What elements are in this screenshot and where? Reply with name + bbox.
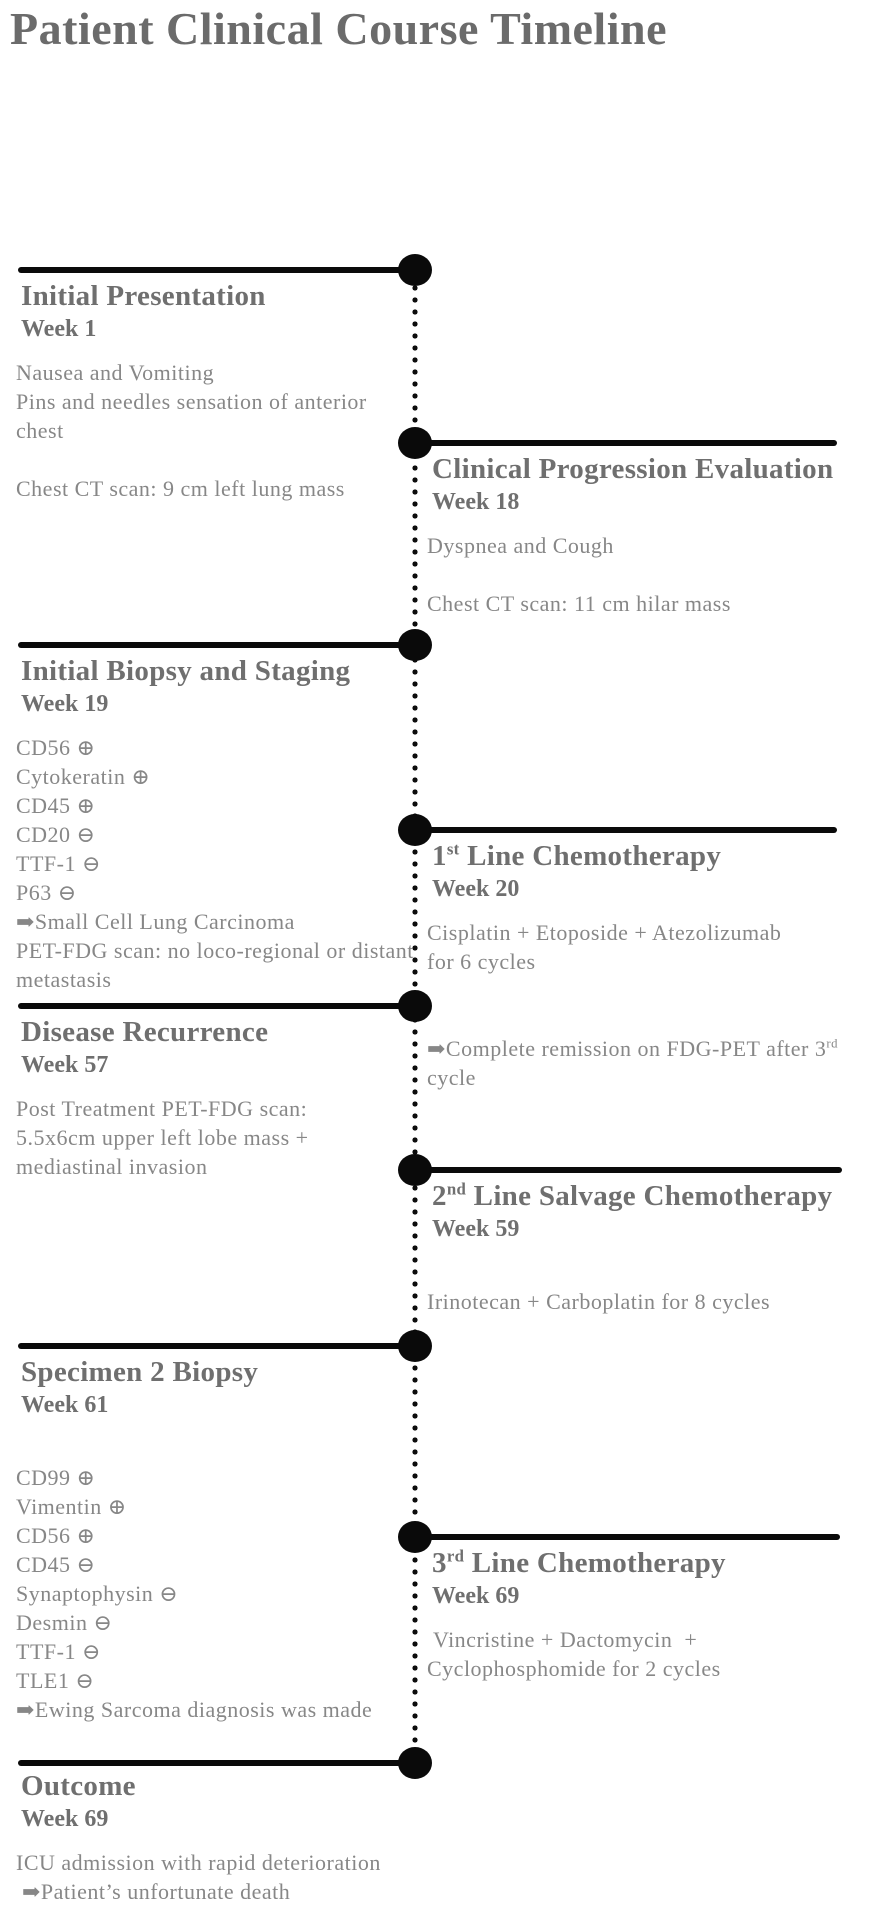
body-line: for 6 cycles [427,949,536,974]
timeline-node-dot [398,814,432,846]
body-line: Vimentin ⊕ [16,1494,127,1519]
timeline-connector [18,1760,418,1766]
body-line: ➡Ewing Sarcoma diagnosis was made [16,1697,373,1722]
timeline-node-dot [398,427,432,459]
page-title: Patient Clinical Course Timeline [10,3,667,54]
body-line: TTF-1 ⊖ [16,851,101,876]
body-line: Dyspnea and Cough [427,533,614,558]
timeline-connector [18,1343,415,1349]
event-week: Week 20 [432,876,520,902]
timeline-connector [415,1534,840,1540]
event-week: Week 59 [432,1216,520,1242]
timeline-node-dot [398,990,432,1022]
event-body: Cisplatin + Etoposide + Atezolizumab for … [427,918,863,1092]
event-week: Week 61 [21,1392,109,1418]
body-line: ➡Complete remission on FDG-PET after 3rd [427,1036,838,1061]
event-initial-biopsy-and-staging: Initial Biopsy and Staging Week 19 CD56 … [16,653,416,994]
body-line: mediastinal invasion [16,1154,208,1179]
timeline-node-dot [398,1154,432,1186]
body-line: TTF-1 ⊖ [16,1639,101,1664]
body-line: ➡Patient’s unfortunate death [16,1879,291,1904]
body-line: 5.5x6cm upper left lobe mass + [16,1125,309,1150]
timeline-node-dot [398,1747,432,1779]
timeline-node-dot [398,1330,432,1362]
body-line: P63 ⊖ [16,880,77,905]
event-title: 2nd Line Salvage Chemotherapy [432,1179,833,1212]
body-line: ➡Small Cell Lung Carcinoma [16,909,295,934]
event-title: Outcome [21,1770,136,1802]
event-body: Vincristine + Dactomycin + Cyclophosphomi… [427,1625,863,1683]
event-body: ICU admission with rapid deterioration ➡… [16,1848,416,1905]
event-body: CD56 ⊕ Cytokeratin ⊕ CD45 ⊕ CD20 ⊖ TTF-1 ⊖ P6… [16,733,416,994]
body-line: cycle [427,1065,476,1090]
body-line: CD56 ⊕ [16,735,96,760]
body-line [427,1005,863,1034]
body-line [16,1434,416,1463]
body-line: ICU admission with rapid deterioration [16,1850,381,1875]
body-line: Nausea and Vomiting [16,360,215,385]
event-outcome: Outcome Week 69 ICU admission with rapid… [16,1768,416,1905]
body-line: Pins and needles sensation of anterior c… [16,389,373,443]
body-line: Irinotecan + Carboplatin for 8 cycles [427,1289,771,1314]
body-line: TLE1 ⊖ [16,1668,95,1693]
body-line: CD45 ⊖ [16,1552,96,1577]
body-line [427,976,863,1005]
timeline-connector [18,1003,415,1009]
event-week: Week 18 [432,489,520,515]
timeline-connector [415,440,837,446]
event-title: 1st Line Chemotherapy [432,839,722,872]
body-line: CD45 ⊕ [16,793,96,818]
event-title: Initial Presentation [21,280,266,312]
event-title: Initial Biopsy and Staging [21,655,351,687]
timeline-connector [18,267,415,273]
event-title: Clinical Progression Evaluation [432,453,834,485]
event-clinical-progression-evaluation: Clinical Progression Evaluation Week 18 … [427,451,863,618]
body-line [16,445,416,474]
timeline-connector [415,1167,842,1173]
event-week: Week 57 [21,1052,109,1078]
event-week: Week 1 [21,316,97,342]
event-initial-presentation: Initial Presentation Week 1 Nausea and V… [16,278,416,503]
body-line: Chest CT scan: 11 cm hilar mass [427,591,731,616]
body-line: Cyclophosphomide for 2 cycles [427,1656,721,1681]
event-title: 3rd Line Chemotherapy [432,1546,726,1579]
body-line: CD56 ⊕ [16,1523,96,1548]
event-body: Post Treatment PET-FDG scan: 5.5x6cm uppe… [16,1094,416,1181]
body-line: CD20 ⊖ [16,822,96,847]
event-body: CD99 ⊕ Vimentin ⊕ CD56 ⊕ CD45 ⊖ Synaptophysi… [16,1434,416,1724]
event-third-line-chemotherapy: 3rd Line Chemotherapy Week 69 Vincristin… [427,1545,863,1683]
body-line: Synaptophysin ⊖ [16,1581,179,1606]
event-second-line-salvage-chemotherapy: 2nd Line Salvage Chemotherapy Week 59 Ir… [427,1178,863,1316]
timeline-node-dot [398,1521,432,1553]
body-line: Chest CT scan: 9 cm left lung mass [16,476,345,501]
event-first-line-chemotherapy: 1st Line Chemotherapy Week 20 Cisplatin … [427,838,863,1092]
event-title: Specimen 2 Biopsy [21,1356,259,1388]
body-line: CD99 ⊕ [16,1465,96,1490]
body-line: Desmin ⊖ [16,1610,113,1635]
body-line [427,560,863,589]
event-week: Week 69 [21,1806,109,1832]
body-line [427,1258,863,1287]
event-body: Irinotecan + Carboplatin for 8 cycles [427,1258,863,1316]
body-line: Cisplatin + Etoposide + Atezolizumab [427,920,782,945]
timeline-connector [415,827,837,833]
event-week: Week 19 [21,691,109,717]
event-disease-recurrence: Disease Recurrence Week 57 Post Treatmen… [16,1014,416,1181]
event-title: Disease Recurrence [21,1016,269,1048]
timeline-node-dot [398,629,432,661]
body-line: Vincristine + Dactomycin + [427,1627,698,1652]
body-line: PET-FDG scan: no loco-regional or distan… [16,938,414,992]
event-week: Week 69 [432,1583,520,1609]
timeline-connector [18,642,415,648]
event-specimen-2-biopsy: Specimen 2 Biopsy Week 61 CD99 ⊕ Vimentin… [16,1354,416,1724]
timeline-node-dot [398,254,432,286]
body-line: Post Treatment PET-FDG scan: [16,1096,308,1121]
body-line: Cytokeratin ⊕ [16,764,151,789]
